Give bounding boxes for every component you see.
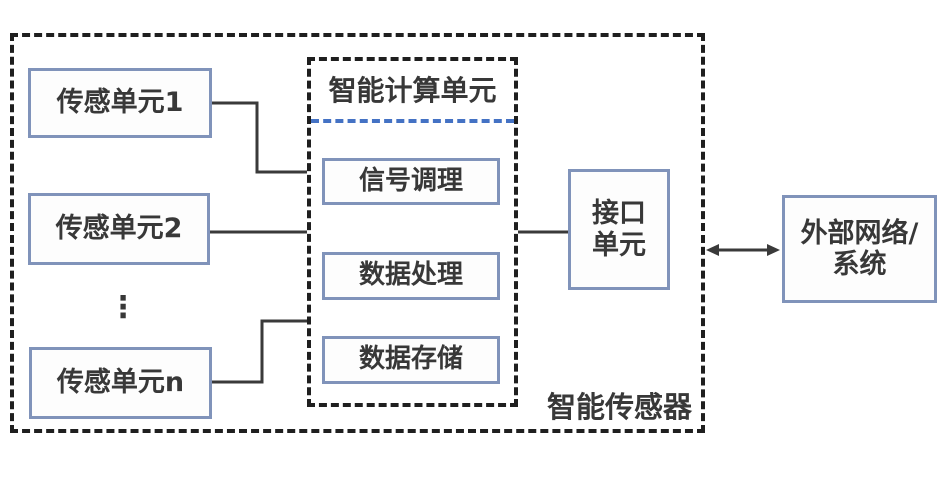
sensor-unit-n-label: 传感单元n [56,367,185,399]
data-storage-box: 数据存储 [322,336,500,384]
sensor-unit-1-label: 传感单元1 [56,87,184,119]
data-storage-label: 数据存储 [358,344,463,375]
bidirectional-arrow [706,244,780,256]
sensor-unit-1-box: 传感单元1 [28,68,212,138]
interface-unit-box: 接口 单元 [568,169,670,290]
smart-sensor-label: 智能传感器 [547,390,693,424]
data-processing-label: 数据处理 [358,260,463,291]
signal-conditioning-box: 信号调理 [322,158,500,205]
data-processing-box: 数据处理 [322,252,500,300]
vertical-ellipsis: ⋮ [108,290,138,325]
computing-unit-title: 智能计算单元 [328,74,497,107]
interface-unit-label: 接口 单元 [592,198,646,261]
external-network-box: 外部网络/ 系统 [782,195,937,303]
computing-unit-boundary [307,57,518,407]
sensor-unit-2-box: 传感单元2 [28,193,210,265]
smart-sensor-boundary [10,33,705,433]
sensor-unit-n-box: 传感单元n [29,347,212,419]
signal-conditioning-label: 信号调理 [358,165,463,196]
sensor-unit-2-label: 传感单元2 [55,213,183,245]
title-divider-line [311,119,514,123]
external-network-label: 外部网络/ 系统 [800,217,919,280]
